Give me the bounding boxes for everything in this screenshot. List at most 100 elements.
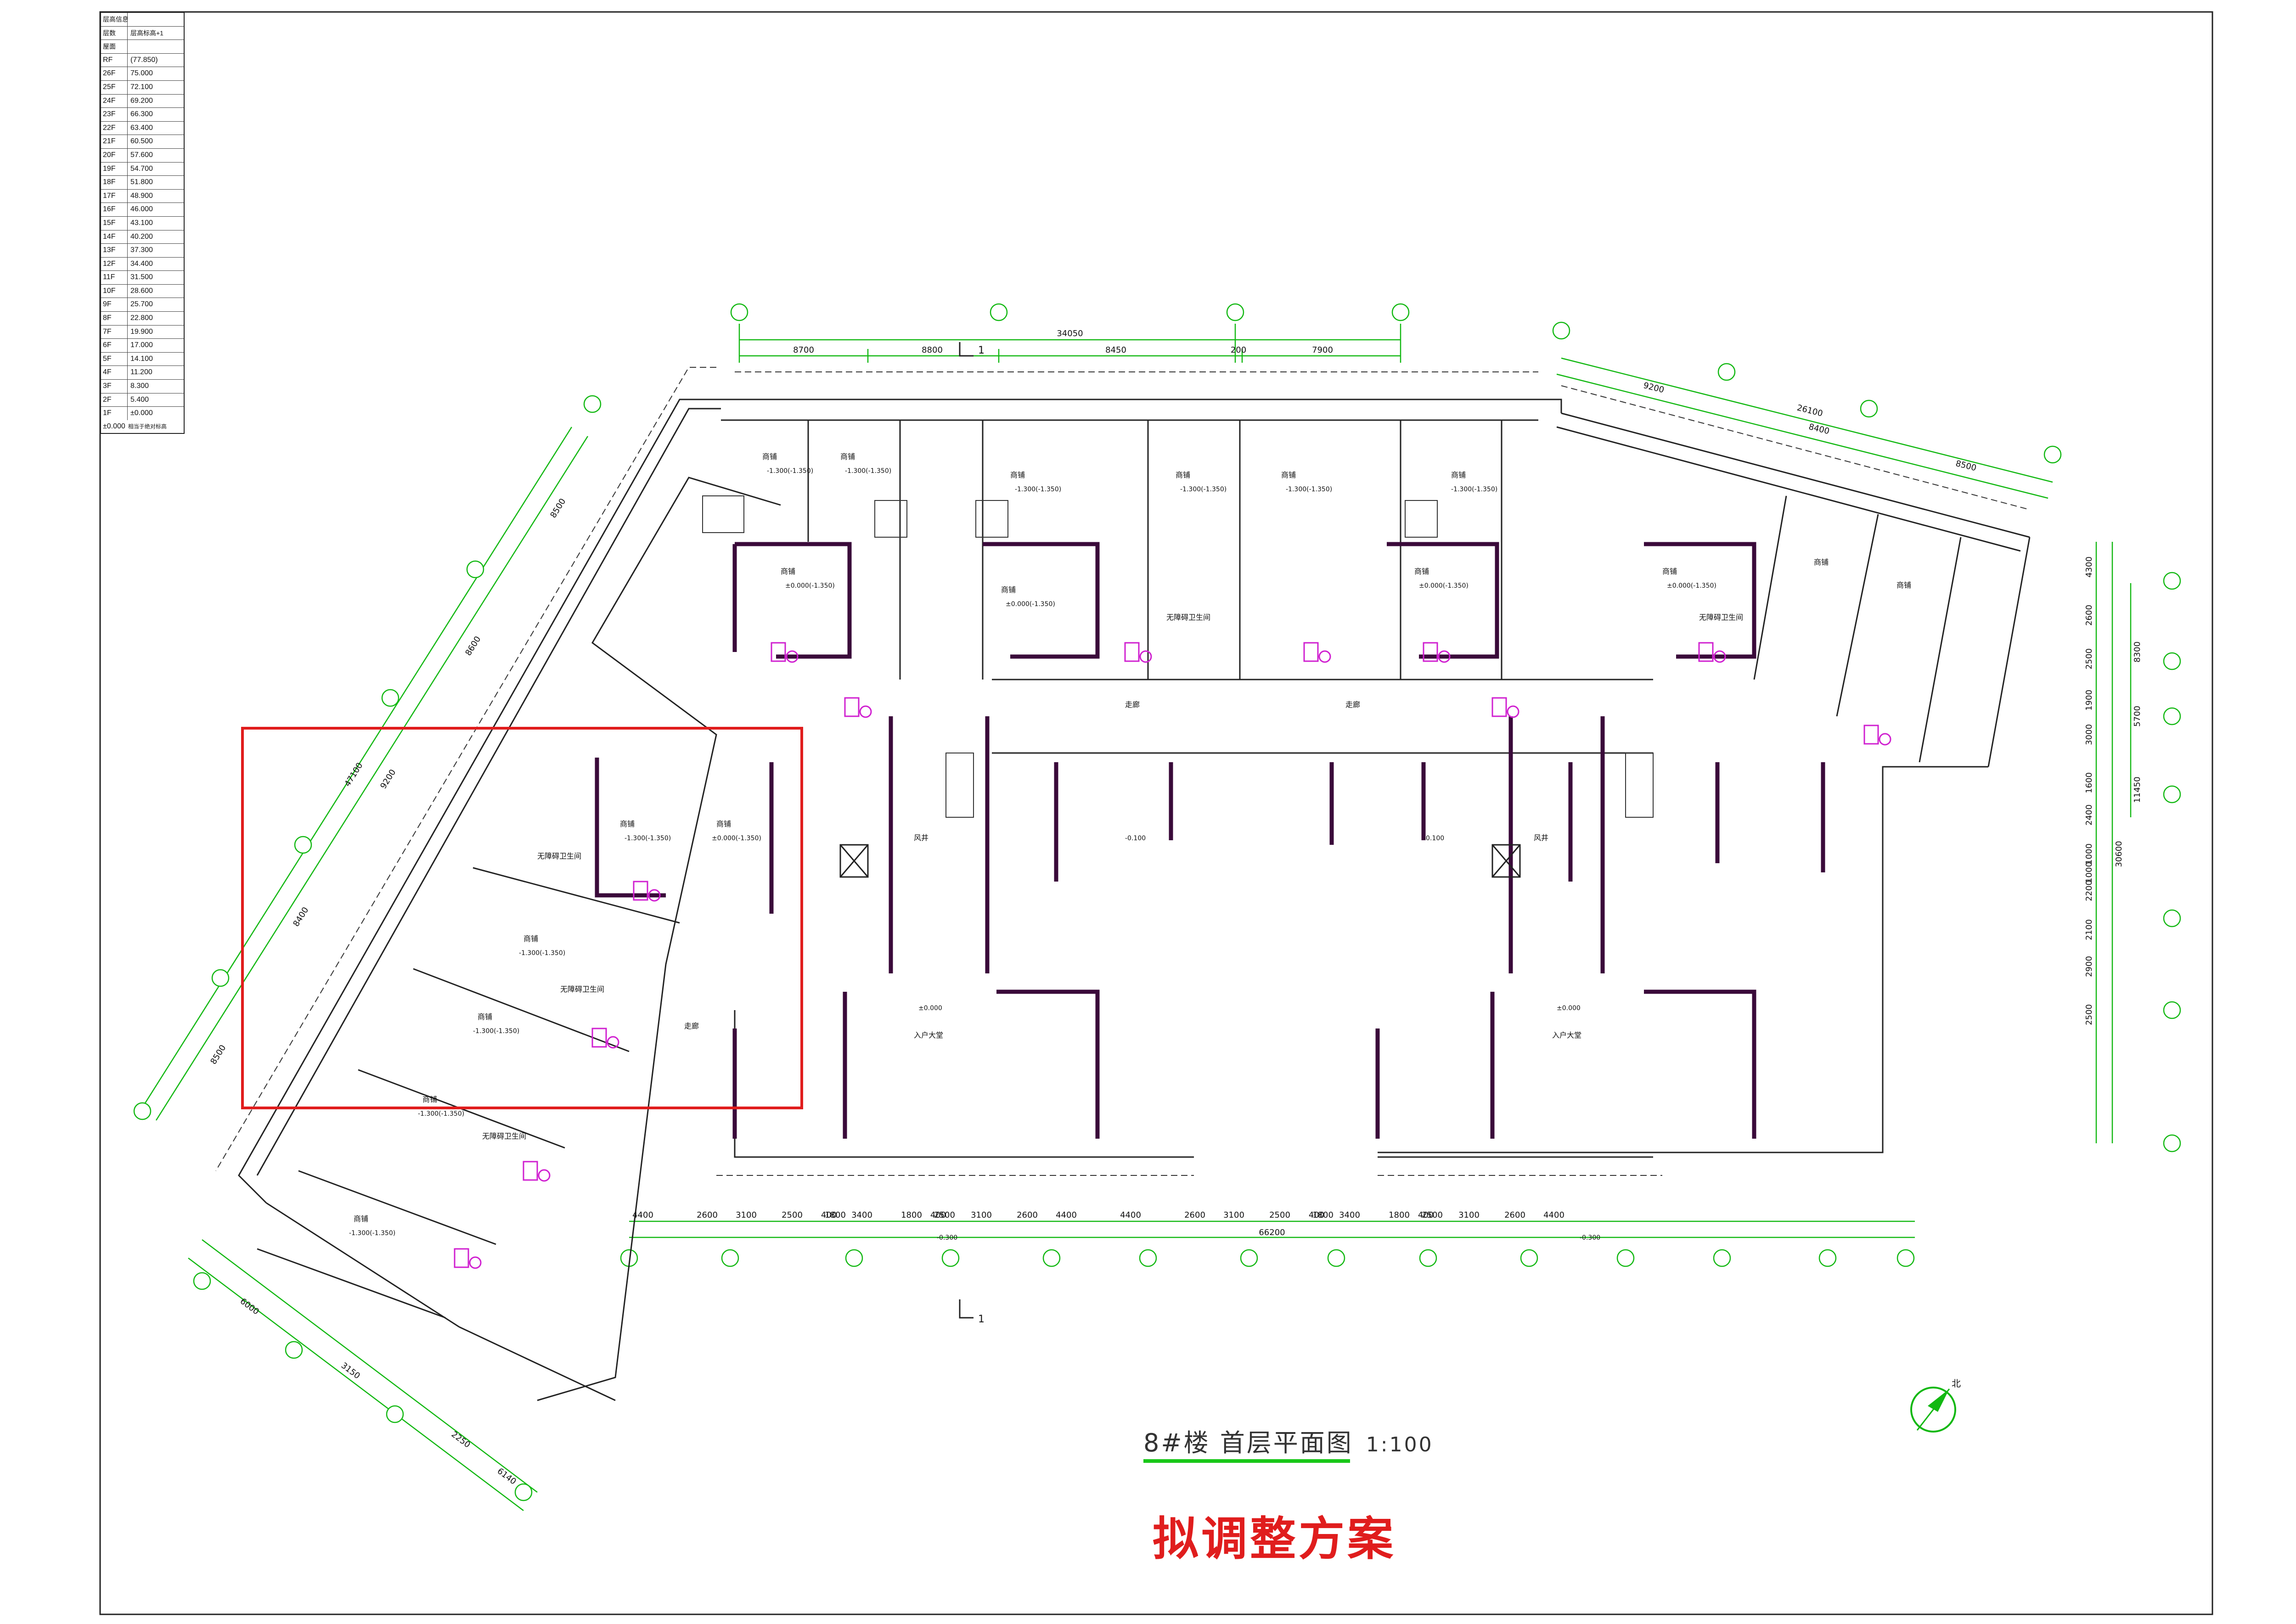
level-elevation: (77.850) [130,56,158,64]
room-label-shop: 商铺 [478,1012,492,1021]
svg-text:-1.300(-1.350): -1.300(-1.350) [519,950,565,957]
grid-bubble [1860,399,1878,418]
level-table-header-row: 层数 层高标高+1 [101,26,184,40]
grid-bubble [381,689,400,707]
section-mark-label: 1 [978,345,985,356]
dimension-value: 2100 [2084,919,2094,940]
grid-bubble [1391,303,1410,321]
grid-bubble [466,560,484,579]
dimension-value: 3100 [1458,1210,1480,1220]
grid-bubble [133,1102,152,1120]
svg-text:±0.000(-1.350): ±0.000(-1.350) [1667,582,1716,590]
level-table-row: RF(77.850) [101,53,184,67]
level-table-row: 1F±0.000 [101,407,184,420]
elevation-labels: -1.300(-1.350) -1.300(-1.350) -1.300(-1.… [349,467,1716,1242]
grid-bubble [2163,652,2181,670]
level-floor: 7F [101,325,128,339]
room-label-shop: 商铺 [1176,471,1190,479]
grid-bubble [1552,321,1570,340]
grid-bubble [1717,363,1736,381]
dimension-value: 8450 [1105,345,1126,355]
grid-bubble [2163,785,2181,804]
level-table-roof-row: 屋面 [101,40,184,54]
level-table-header-col2: 层高标高+1 [130,29,163,37]
dimension-value: 400 [1309,1210,1324,1220]
grid-bubble [941,1249,960,1267]
level-table-roof-label: 屋面 [101,40,128,53]
room-label-well: 风井 [1534,833,1548,842]
grid-bubble [1896,1249,1915,1267]
dimension-value: 2500 [782,1210,803,1220]
svg-text:-1.300(-1.350): -1.300(-1.350) [1180,486,1227,493]
grid-bubble [193,1272,211,1290]
section-mark [959,342,974,1319]
level-elevation: 25.700 [130,300,153,309]
level-elevation: 34.400 [130,259,153,268]
level-floor: 15F [101,216,128,230]
dimension-value: 2250 [450,1429,472,1450]
drawing-title-underline [1143,1459,1350,1463]
level-floor: 6F [101,339,128,352]
dimension-value: 8400 [291,905,310,928]
grid-bubble [1327,1249,1345,1267]
dimension-value: 2500 [2084,1004,2094,1025]
dimension-value: 8800 [922,345,943,355]
grid-bubble [285,1341,303,1359]
room-label-shop: 商铺 [523,934,538,943]
dimension-value: 6000 [238,1296,261,1316]
dimension-value: 8500 [1955,459,1978,473]
level-floor: 9F [101,298,128,312]
svg-text:-0.100: -0.100 [1125,835,1146,842]
dimension-value: 2600 [1504,1210,1525,1220]
dimension-value: 4400 [632,1210,653,1220]
svg-text:±0.000: ±0.000 [918,1005,942,1012]
level-elevation: 11.200 [130,368,152,376]
room-label-toilet: 无障碍卫生间 [537,852,581,860]
dimension-value: 9200 [1643,381,1666,395]
dimension-value: 3000 [2084,724,2094,745]
grid-bubble [721,1249,739,1267]
dimension-value: 400 [821,1210,837,1220]
dimension-value: 66200 [1259,1228,1285,1237]
level-table-title: 层高信息 [101,13,128,26]
grid-bubble [583,395,602,413]
level-elevation: 17.000 [130,341,153,349]
dimension-value: 9200 [378,768,398,791]
dimension-value: 2600 [1017,1210,1038,1220]
dimension-value: 11450 [2133,776,2142,803]
dimension-value: 30600 [2114,841,2124,867]
grid-bubble [1616,1249,1635,1267]
dimension-value: 2600 [697,1210,718,1220]
level-floor: 1F [101,407,128,420]
level-floor: 21F [101,135,128,148]
svg-text:-1.300(-1.350): -1.300(-1.350) [418,1110,464,1118]
room-label-shop: 商铺 [840,452,855,461]
dimension-value: 26100 [1796,403,1824,419]
dimension-value: 3100 [736,1210,757,1220]
dimension-value: 1800 [1312,1210,1334,1220]
level-floor: 22F [101,121,128,135]
dimension-value: 1800 [901,1210,922,1220]
level-floor: 20F [101,148,128,162]
dimension-value: 34050 [1057,329,1083,338]
grid-bubble [990,303,1008,321]
dimension-value: 2400 [2084,804,2094,826]
room-label-shop: 商铺 [1451,471,1466,479]
level-table-footer-note: 相当于绝对标高 [128,423,167,430]
dimension-value: 3150 [339,1360,362,1381]
dimension-value: 1800 [1389,1210,1410,1220]
level-elevation: 40.200 [130,232,153,241]
dimension-value: 2500 [2084,648,2094,669]
room-label-shop: 商铺 [781,567,795,576]
stairs [702,495,1654,818]
svg-text:±0.000(-1.350): ±0.000(-1.350) [1419,582,1469,590]
